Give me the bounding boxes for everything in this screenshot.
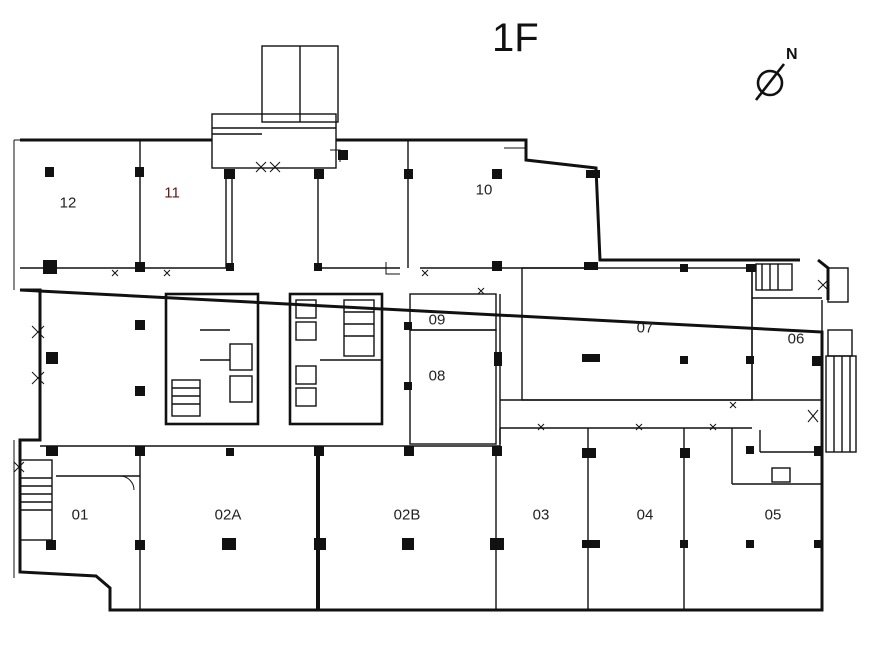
room-label-08: 08 xyxy=(428,367,446,385)
room-label-05: 05 xyxy=(764,506,782,524)
left-stair xyxy=(19,459,53,541)
room-label-12: 12 xyxy=(59,194,77,212)
room-label-06: 06 xyxy=(787,330,805,348)
north-label: N xyxy=(786,46,798,63)
room-label-10: 10 xyxy=(475,181,493,199)
room-label-09: 09 xyxy=(428,311,446,329)
outer-wall xyxy=(18,138,830,612)
room-label-02b: 02B xyxy=(393,506,421,524)
room-08-box xyxy=(409,329,497,445)
right-ramp xyxy=(825,355,857,453)
room-label-03: 03 xyxy=(532,506,550,524)
room-label-04: 04 xyxy=(636,506,654,524)
core-left xyxy=(164,292,260,426)
core-right xyxy=(288,292,384,426)
floor-title: 1F xyxy=(492,16,539,60)
room-label-02a: 02A xyxy=(214,506,242,524)
room-label-11: 11 xyxy=(164,184,180,202)
room-label-01: 01 xyxy=(71,506,89,524)
north-compass-icon xyxy=(754,63,786,101)
room-label-07: 07 xyxy=(636,319,654,337)
